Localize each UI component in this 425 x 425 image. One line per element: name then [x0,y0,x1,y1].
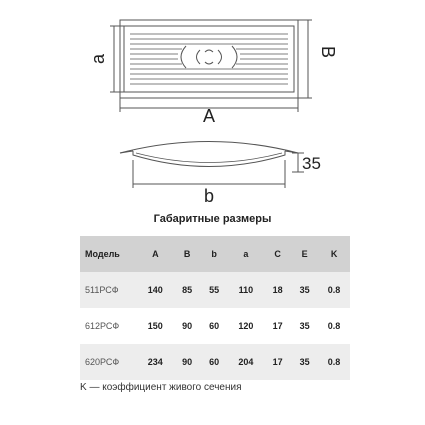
model-cell: 612РСФ [85,321,120,331]
column-header: A [137,236,174,272]
section-title: Габаритные размеры [153,213,272,225]
table-cell: 90 [182,321,193,331]
top-view [110,19,312,112]
label-B: B [318,46,338,58]
model-cell: 620РСФ [80,344,137,380]
dimension-a [110,25,124,93]
table-cell: 55 [200,272,228,308]
table-cell: 0.8 [318,272,350,308]
label-35: 35 [302,154,321,173]
table-row: 511РСФ 140 85 55 110 18 35 0.8 [80,272,350,308]
side-view [119,141,304,188]
table-cell: 140 [137,272,174,308]
table-cell: 60 [200,344,228,380]
grille-slats [130,33,288,85]
technical-drawing: A B a b 35 [88,19,338,206]
table-cell: 150 [147,321,163,331]
table-cell: 120 [238,321,254,331]
table-cell: 60 [209,321,220,331]
table-cell: 110 [227,272,265,308]
label-A: A [203,106,215,126]
table-cell: 234 [137,344,174,380]
table-cell: 35 [291,344,319,380]
dimensions-table: Модель A B b a C E K 511РСФ 140 85 55 11… [80,236,350,380]
grille-frame [119,19,299,99]
dimension-B [298,19,312,99]
table-header-row: Модель A B b a C E K [80,236,350,272]
dimension-35 [292,152,304,173]
column-header: C [264,236,292,272]
model-cell: 511РСФ [80,272,137,308]
table-cell: 35 [291,272,319,308]
table-cell: 0.8 [327,321,341,331]
column-header: a [227,236,265,272]
label-b: b [204,186,214,206]
table-cell: 204 [227,344,265,380]
footnote: K — коэффициент живого сечения [80,382,242,393]
label-a: a [88,53,108,64]
column-header: B [173,236,201,272]
center-emblem-icon [180,45,238,69]
side-profile-top [119,141,299,154]
table-cell: 35 [299,321,310,331]
grille-inner-panel [123,25,295,93]
dimension-b [132,160,286,188]
table-row: 612РСФ 150 90 60 120 17 35 0.8 [80,308,350,344]
dimension-A [119,98,299,112]
side-profile-body [132,151,286,167]
table-cell: 85 [173,272,201,308]
column-header: K [318,236,350,272]
table-cell: 90 [173,344,201,380]
table-cell: 18 [264,272,292,308]
table-cell: 17 [264,344,292,380]
column-header: Модель [80,236,137,272]
column-header: E [291,236,319,272]
table-cell: 0.8 [318,344,350,380]
table-row: 620РСФ 234 90 60 204 17 35 0.8 [80,344,350,380]
column-header: b [200,236,228,272]
table-cell: 17 [272,321,283,331]
